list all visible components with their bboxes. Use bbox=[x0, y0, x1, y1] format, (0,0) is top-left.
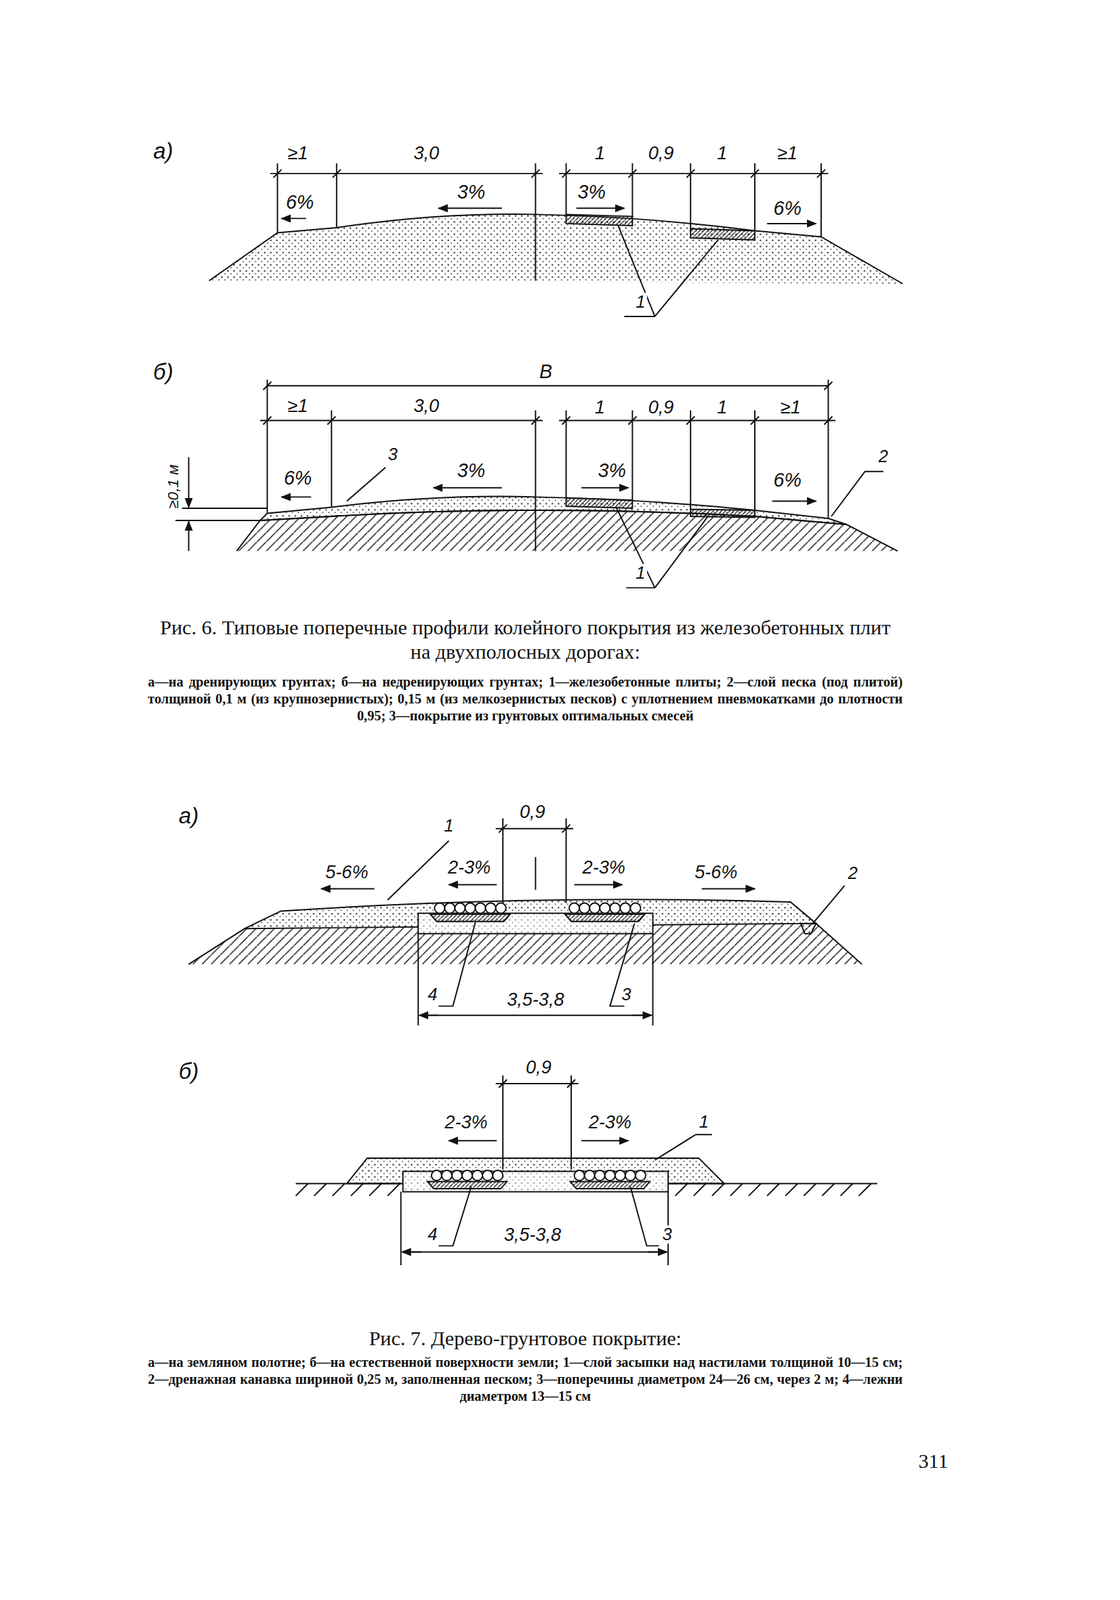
dimension-label: ≥1 bbox=[286, 142, 310, 163]
callout-number: 4 bbox=[426, 985, 439, 1005]
profile-7b bbox=[296, 1075, 878, 1265]
dimension-label: 1 bbox=[715, 397, 729, 417]
callout-number: 3 bbox=[619, 985, 633, 1005]
figure-caption: Рис. 6. Типовые поперечные профили колей… bbox=[147, 615, 903, 665]
dimension-label: 0,9 bbox=[518, 802, 547, 822]
callout-number: 1 bbox=[442, 817, 455, 837]
dimension-label: 1 bbox=[593, 397, 607, 417]
callout-number: 3 bbox=[386, 445, 399, 465]
profile-6a bbox=[209, 163, 904, 317]
figure-letter: а) bbox=[151, 138, 175, 163]
callout-number: 3 bbox=[660, 1225, 673, 1244]
dimension-label: 3,5-3,8 bbox=[505, 989, 566, 1010]
dimension-label: 0,9 bbox=[647, 142, 676, 163]
dimension-label: ≥1 bbox=[286, 396, 310, 417]
slope-label: 3% bbox=[455, 181, 487, 203]
slope-label: 5-6% bbox=[693, 862, 739, 883]
dimension-label: 1 bbox=[593, 142, 607, 163]
slope-label: 2-3% bbox=[587, 1111, 633, 1132]
figure-letter: б) bbox=[177, 1059, 201, 1083]
slope-label: 6% bbox=[772, 468, 803, 490]
profile-7a bbox=[189, 818, 863, 1026]
figure-letter: б) bbox=[151, 360, 175, 385]
page-number: 311 bbox=[916, 1449, 950, 1472]
callout-number: 1 bbox=[634, 563, 647, 583]
slope-label: 6% bbox=[282, 466, 314, 488]
callout-number: 2 bbox=[877, 447, 890, 467]
callout-number: 1 bbox=[697, 1112, 711, 1132]
slope-label: 2-3% bbox=[446, 857, 492, 877]
callout-number: 1 bbox=[634, 292, 647, 312]
slope-label: 2-3% bbox=[443, 1111, 489, 1132]
slope-label: 2-3% bbox=[581, 857, 627, 877]
slope-label: 6% bbox=[772, 197, 803, 219]
dimension-label: ≥1 bbox=[779, 397, 803, 417]
figure-caption: Рис. 7. Дерево-грунтовое покрытие: bbox=[147, 1325, 903, 1351]
caption-legend: а—на земляном полотне; б—на естественной… bbox=[147, 1353, 903, 1406]
slope-label: 6% bbox=[284, 191, 316, 213]
dimension-label: 3,5-3,8 bbox=[502, 1224, 563, 1244]
dimension-label: ≥1 bbox=[775, 142, 799, 163]
dimension-label: 0,9 bbox=[647, 397, 676, 417]
dimension-label: 1 bbox=[715, 142, 729, 163]
dimension-label: 3,0 bbox=[411, 396, 441, 417]
dimension-label: ≥0,1 м bbox=[165, 462, 183, 511]
slope-label: 3% bbox=[596, 460, 628, 482]
dimension-label: 3,0 bbox=[411, 142, 441, 163]
figure-letter: а) bbox=[177, 804, 200, 828]
dimension-label: 0,9 bbox=[524, 1056, 553, 1077]
profile-6b bbox=[175, 379, 898, 588]
dimension-label: В bbox=[537, 361, 554, 383]
callout-number: 4 bbox=[426, 1225, 439, 1244]
callout-number: 2 bbox=[846, 863, 859, 883]
slope-label: 3% bbox=[455, 460, 487, 482]
caption-legend: а—на дренирующих грунтах; б—на недрениру… bbox=[147, 673, 903, 725]
slope-label: 3% bbox=[575, 181, 607, 203]
slope-label: 5-6% bbox=[323, 862, 370, 883]
